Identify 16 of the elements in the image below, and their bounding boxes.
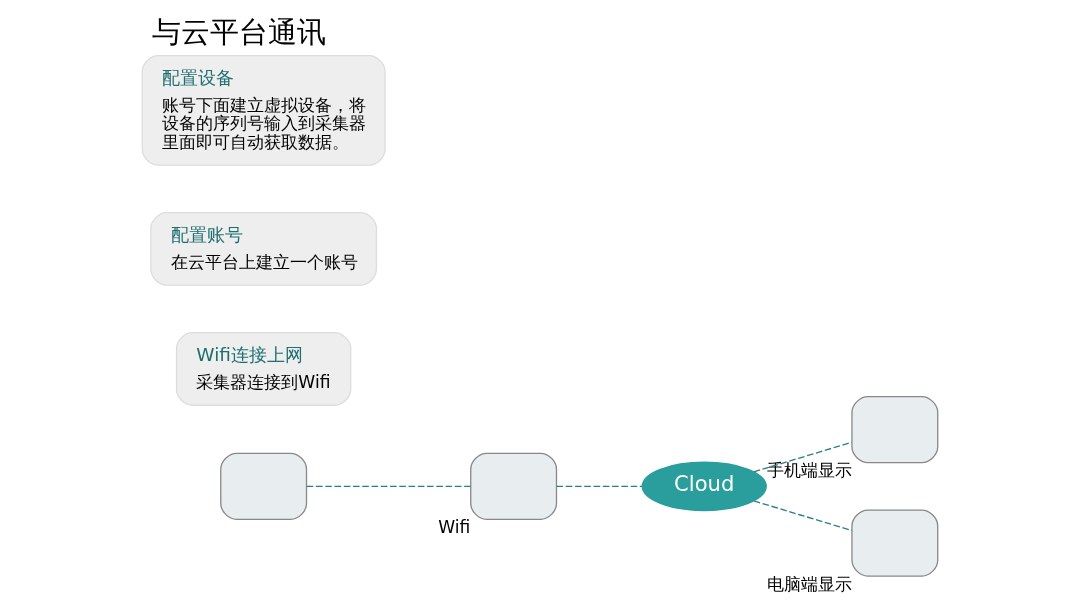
node-box: Wifi连接上网 采集器连接到Wifi	[175, 332, 352, 406]
node-box: 配置账号 在云平台上建立一个账号	[150, 212, 378, 286]
node-label: Wifi	[438, 517, 471, 538]
node-box	[470, 452, 558, 520]
node-ellipse: Cloud	[641, 461, 767, 512]
connector	[556, 485, 643, 488]
node-box	[851, 509, 939, 577]
connector	[753, 500, 853, 532]
node-label: 手机端显示	[767, 460, 853, 481]
connector	[753, 441, 853, 473]
node-box	[220, 452, 308, 520]
node-label: 电脑端显示	[767, 573, 853, 594]
node-box: 配置设备 账号下面建立虚拟设备，将设备的序列号输入到采集器里面即可自动获取数据。	[141, 55, 386, 166]
diagram-title: 与云平台通讯	[152, 14, 327, 49]
node-box	[851, 396, 939, 464]
connector	[306, 485, 472, 488]
